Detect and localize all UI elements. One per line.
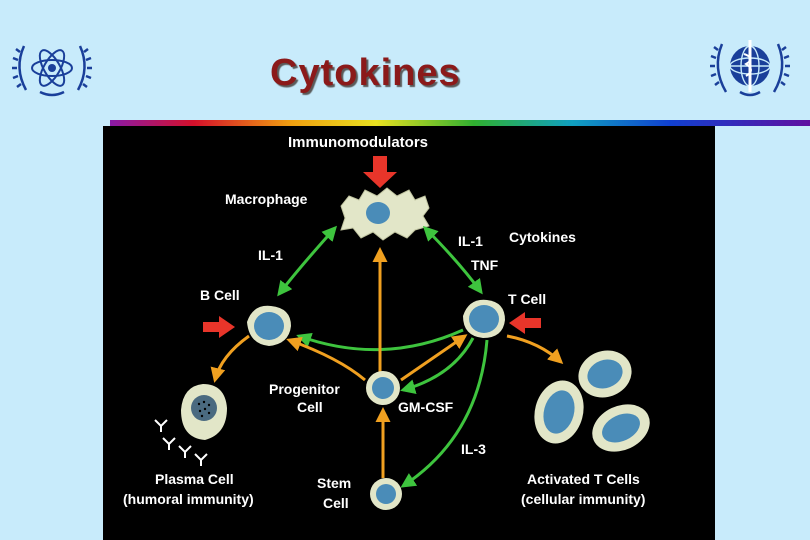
label-plasma-line1: Plasma Cell	[155, 471, 234, 487]
green-arrow-macrophage-bcell	[277, 225, 338, 297]
stem-cell	[370, 478, 402, 510]
label-activated-line2: (cellular immunity)	[521, 491, 645, 507]
orange-arrow-progenitor-tcell	[400, 334, 468, 382]
label-progenitor-line2: Cell	[297, 399, 323, 415]
plasma-cell	[181, 384, 227, 440]
cytokine-diagram: Immunomodulators Macrophage IL-1 IL-1 TN…	[103, 126, 715, 540]
green-arrow-tcell-progenitor	[400, 337, 475, 394]
progenitor-cell	[366, 371, 400, 405]
macrophage-cell	[340, 187, 430, 241]
iaea-logo	[12, 45, 92, 97]
label-macrophage: Macrophage	[225, 191, 308, 207]
slide-title: Cytokines	[270, 52, 461, 94]
label-il1-left: IL-1	[258, 247, 283, 263]
orange-arrow-progenitor-bcell	[286, 337, 366, 382]
label-stem-line2: Cell	[323, 495, 349, 511]
slide-header: Cytokines	[0, 0, 810, 120]
antibody-icons	[154, 419, 208, 466]
green-arrow-tcell-stem	[400, 339, 489, 488]
label-progenitor-line1: Progenitor	[269, 381, 340, 397]
label-activated-line1: Activated T Cells	[527, 471, 640, 487]
label-stem-line1: Stem	[317, 475, 351, 491]
label-gm-csf: GM-CSF	[398, 399, 454, 415]
label-tnf: TNF	[471, 257, 499, 273]
label-il1-right: IL-1	[458, 233, 483, 249]
orange-arrow-tcell-activated	[506, 334, 564, 365]
red-arrow-bcell	[203, 316, 235, 338]
orange-arrow-bcell-plasma	[210, 334, 250, 383]
label-t-cell: T Cell	[508, 291, 546, 307]
label-b-cell: B Cell	[200, 287, 240, 303]
activated-t-cells	[534, 350, 650, 452]
green-arrow-tcell-bcell	[296, 328, 464, 352]
label-il3: IL-3	[461, 441, 486, 457]
green-arrow-macrophage-tcell	[422, 225, 483, 295]
t-cell	[463, 299, 505, 338]
red-arrow-down	[363, 156, 397, 188]
rainbow-divider	[110, 120, 810, 126]
who-logo	[710, 40, 790, 97]
heading-immunomodulators: Immunomodulators	[288, 134, 428, 151]
red-arrow-tcell	[509, 312, 541, 334]
b-cell	[247, 305, 291, 346]
label-cytokines: Cytokines	[509, 229, 576, 245]
label-plasma-line2: (humoral immunity)	[123, 491, 254, 507]
